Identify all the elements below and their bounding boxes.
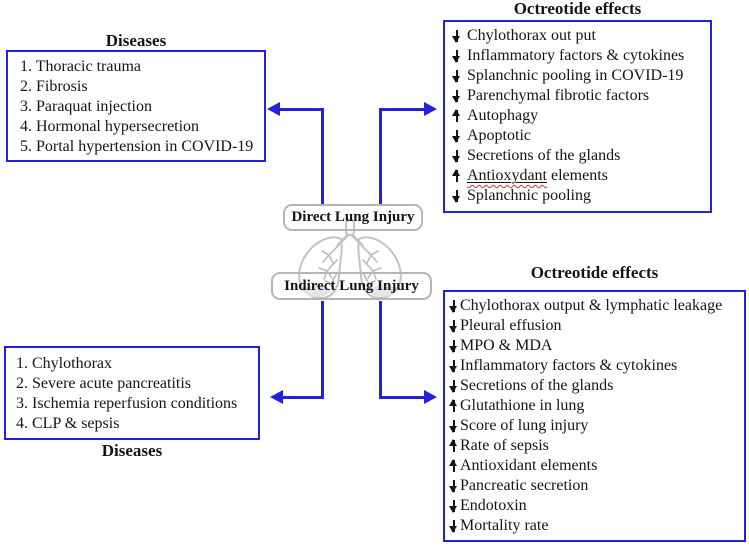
direction-arrow-icon xyxy=(452,149,461,163)
effect-label: Parenchymal fibrotic factors xyxy=(467,87,650,104)
effect-label: Pancreatic secretion xyxy=(460,477,589,494)
effect-label: Apoptotic xyxy=(467,127,531,144)
disease-item: 3. Paraquat injection xyxy=(20,98,152,115)
effect-row: Chylothorax out put xyxy=(452,26,710,46)
connector-line xyxy=(321,109,324,204)
effect-label: Antioxydant elements xyxy=(467,167,608,184)
arrowhead-left-icon xyxy=(267,102,280,116)
effect-row: Pleural effusion xyxy=(449,316,744,336)
disease-item: 2. Fibrosis xyxy=(20,78,88,95)
effect-label: Rate of sepsis xyxy=(460,437,549,454)
disease-item: 4. CLP & sepsis xyxy=(16,415,120,432)
direction-arrow-icon xyxy=(449,459,458,473)
effect-row: Secretions of the glands xyxy=(449,376,744,396)
disease-item: 3. Ischemia reperfusion conditions xyxy=(16,395,238,412)
bottom-left-diseases-title: Diseases xyxy=(101,441,163,460)
direction-arrow-icon xyxy=(452,189,461,203)
disease-item: 2. Severe acute pancreatitis xyxy=(16,375,192,392)
disease-item: 1. Chylothorax xyxy=(16,355,112,372)
effect-label: Chylothorax output & lymphatic leakage xyxy=(460,297,723,314)
direction-arrow-icon xyxy=(449,499,458,513)
direction-arrow-icon xyxy=(449,319,458,333)
direction-arrow-icon xyxy=(449,439,458,453)
direction-arrow-icon xyxy=(452,129,461,143)
top-left-diseases-box: 1. Thoracic trauma 2. Fibrosis 3. Paraqu… xyxy=(6,50,266,162)
effect-label: Splanchnic pooling xyxy=(467,187,591,204)
effect-row: Rate of sepsis xyxy=(449,436,744,456)
effect-label: Splanchnic pooling in COVID-19 xyxy=(467,67,684,84)
top-right-octreotide-box: Chylothorax out put Inflammatory factors… xyxy=(443,20,712,213)
disease-item: 1. Thoracic trauma xyxy=(20,58,141,75)
top-right-octreotide-title: Octreotide effects xyxy=(513,0,642,18)
effect-row: Glutathione in lung xyxy=(449,396,744,416)
disease-item: 5. Portal hypertension in COVID-19 xyxy=(20,138,254,155)
effect-row: Splanchnic pooling in COVID-19 xyxy=(452,66,710,86)
direction-arrow-icon xyxy=(452,109,461,123)
indirect-lung-injury-label: Indirect Lung Injury xyxy=(271,272,432,300)
effect-label: Inflammatory factors & cytokines xyxy=(467,47,685,64)
arrowhead-left-icon xyxy=(270,390,283,404)
effect-row: Antioxidant elements xyxy=(449,456,744,476)
direction-arrow-icon xyxy=(452,169,461,183)
direction-arrow-icon xyxy=(449,339,458,353)
effect-row: Mortality rate xyxy=(449,516,744,536)
effect-label: Secretions of the glands xyxy=(460,377,614,394)
connector-line xyxy=(379,108,425,111)
effect-label: Antioxidant elements xyxy=(460,457,598,474)
effect-row: Chylothorax output & lymphatic leakage xyxy=(449,296,744,316)
direction-arrow-icon xyxy=(449,299,458,313)
arrowhead-right-icon xyxy=(424,390,437,404)
effect-row: Secretions of the glands xyxy=(452,146,710,166)
effect-label: Inflammatory factors & cytokines xyxy=(460,357,678,374)
bottom-left-diseases-box: 1. Chylothorax 2. Severe acute pancreati… xyxy=(4,346,260,440)
direction-arrow-icon xyxy=(449,359,458,373)
direction-arrow-icon xyxy=(449,519,458,533)
top-left-diseases-title: Diseases xyxy=(105,31,167,50)
direction-arrow-icon xyxy=(452,49,461,63)
direction-arrow-icon xyxy=(452,29,461,43)
effect-label: MPO & MDA xyxy=(460,337,553,354)
direction-arrow-icon xyxy=(449,379,458,393)
lungs-icon xyxy=(298,219,402,299)
effect-row: Inflammatory factors & cytokines xyxy=(449,356,744,376)
direction-arrow-icon xyxy=(452,89,461,103)
effect-row: Inflammatory factors & cytokines xyxy=(452,46,710,66)
effect-label: Score of lung injury xyxy=(460,417,589,434)
connector-line xyxy=(278,108,324,111)
effect-row: Endotoxin xyxy=(449,496,744,516)
effect-row: Apoptotic xyxy=(452,126,710,146)
effect-label: Endotoxin xyxy=(460,497,527,514)
effect-label: Chylothorax out put xyxy=(467,27,596,44)
connector-line xyxy=(321,301,324,397)
direction-arrow-icon xyxy=(452,69,461,83)
bottom-right-octreotide-box: Chylothorax output & lymphatic leakage P… xyxy=(443,290,746,542)
effect-label: Mortality rate xyxy=(460,517,549,534)
effect-label: Secretions of the glands xyxy=(467,147,621,164)
direct-lung-injury-label: Direct Lung Injury xyxy=(283,204,423,231)
effect-row: Splanchnic pooling xyxy=(452,186,710,206)
direction-arrow-icon xyxy=(449,399,458,413)
effect-row: Parenchymal fibrotic factors xyxy=(452,86,710,106)
effect-label: Autophagy xyxy=(467,107,539,124)
direction-arrow-icon xyxy=(449,419,458,433)
arrowhead-right-icon xyxy=(424,102,437,116)
effect-label: Glutathione in lung xyxy=(460,397,585,414)
effect-row: MPO & MDA xyxy=(449,336,744,356)
bottom-right-octreotide-title: Octreotide effects xyxy=(530,263,659,282)
disease-item: 4. Hormonal hypersecretion xyxy=(20,118,200,135)
effect-row: Autophagy xyxy=(452,106,710,126)
effect-row: Score of lung injury xyxy=(449,416,744,436)
effect-label: Pleural effusion xyxy=(460,317,562,334)
effect-row: Pancreatic secretion xyxy=(449,476,744,496)
connector-line xyxy=(281,396,324,399)
effect-row: Antioxydant elements xyxy=(452,166,710,186)
connector-line xyxy=(379,109,382,204)
connector-line xyxy=(379,301,382,397)
connector-line xyxy=(379,396,425,399)
direction-arrow-icon xyxy=(449,479,458,493)
